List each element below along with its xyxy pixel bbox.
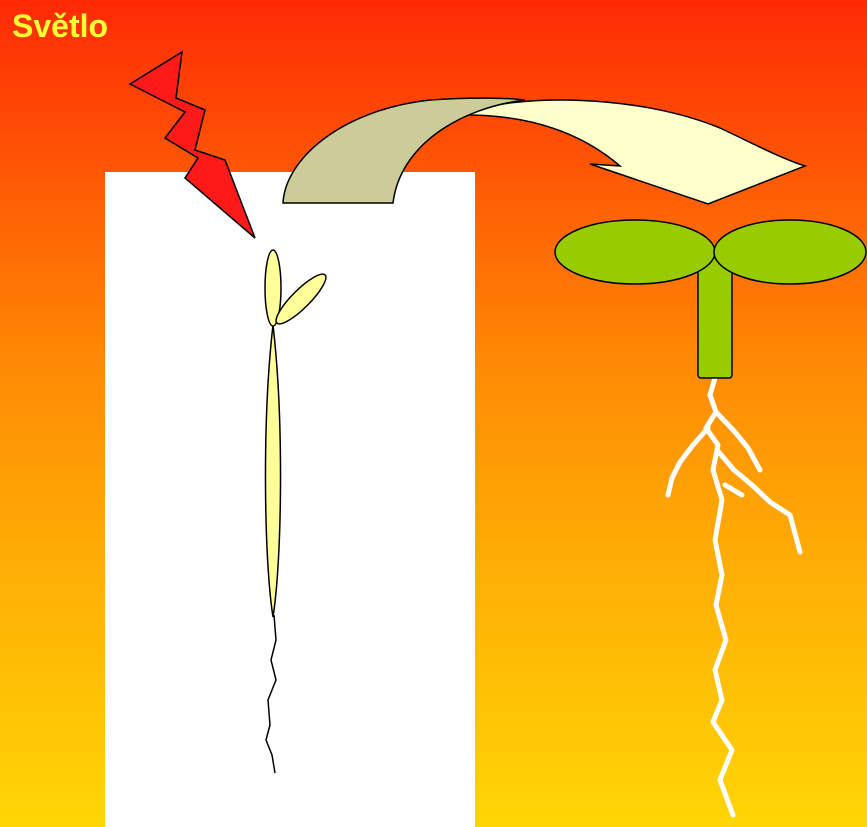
green-roots [668,378,800,815]
dark-box [105,172,475,827]
green-seedling [555,220,866,815]
curved-arrow-head [455,100,805,204]
green-stem [698,258,732,378]
cotyledon-left [555,220,715,284]
cotyledon-right [714,220,866,284]
